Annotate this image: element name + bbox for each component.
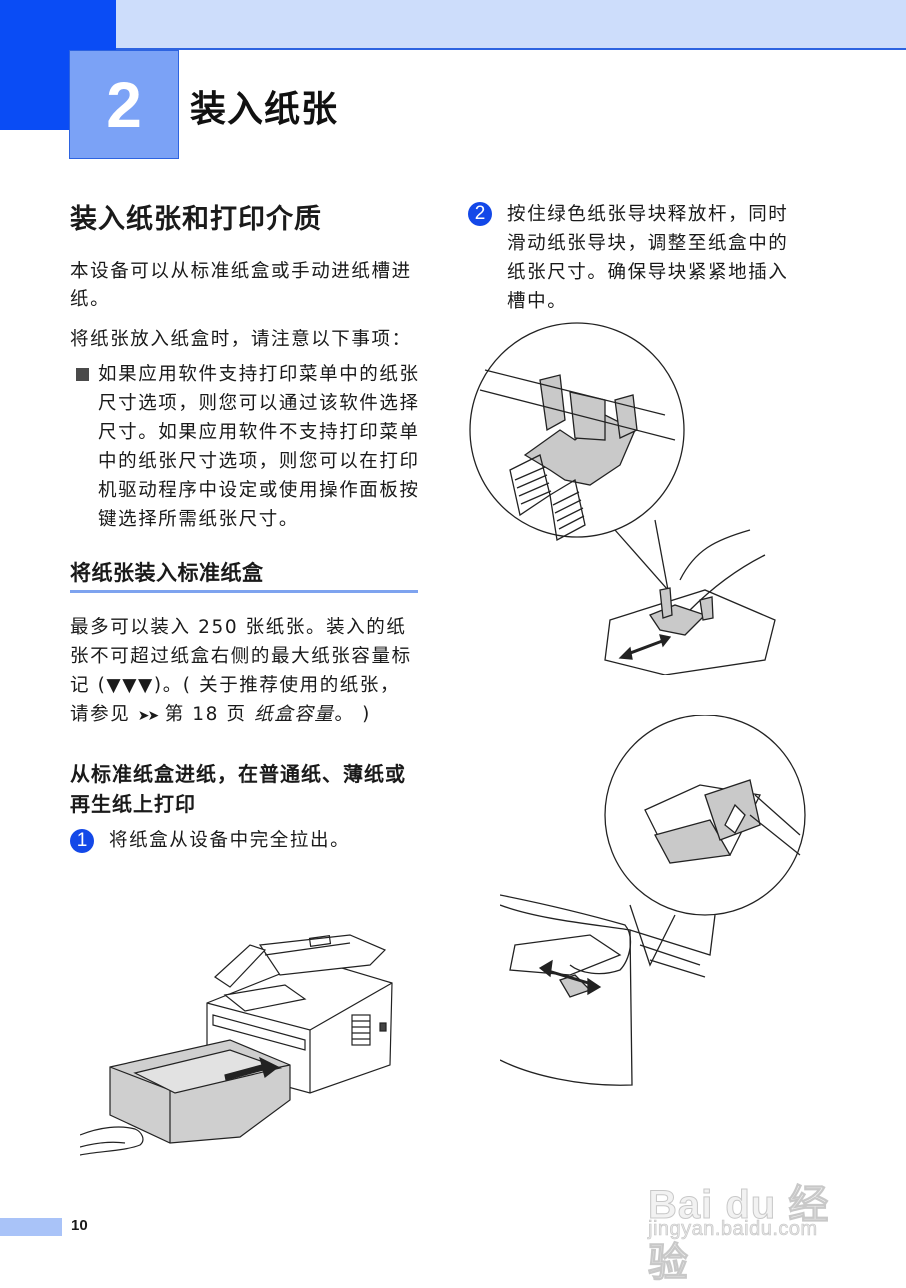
side-guide-slide-illustration-icon [500, 715, 806, 1086]
baidu-watermark: Bai du 经验 jingyan.baidu.com [648, 1150, 868, 1286]
bullet-item: 如果应用软件支持打印菜单中的纸张尺寸选项，则您可以通过该软件选择尺寸。如果应用软… [70, 360, 420, 534]
fax-machine-tray-pull-illustration-icon [80, 934, 393, 1156]
section-title: 装入纸张和打印介质 [70, 204, 322, 235]
figure-tray-pull [80, 915, 410, 1160]
intro-paragraph: 本设备可以从标准纸盒或手动进纸槽进纸。 [70, 261, 412, 310]
step-1: 1 将纸盒从设备中完全拉出。 [70, 827, 420, 854]
chapter-number: 2 [106, 68, 142, 141]
header-light-band [116, 0, 906, 50]
capacity-paragraph: 最多可以装入 250 张纸张。装入的纸张不可超过纸盒右侧的最大纸张容量标记 (▼… [70, 613, 420, 731]
step-text: 按住绿色纸张导块释放杆，同时滑动纸张导块，调整至纸盒中的纸张尺寸。确保导块紧紧地… [507, 204, 789, 312]
cross-ref-tail: 。 ) [334, 704, 371, 725]
bullet-text: 如果应用软件支持打印菜单中的纸张尺寸选项，则您可以通过该软件选择尺寸。如果应用软… [98, 364, 420, 530]
watermark-url: jingyan.baidu.com [648, 1218, 818, 1241]
figure-paper-guide [465, 320, 795, 675]
step-2: 2 按住绿色纸张导块释放杆，同时滑动纸张导块，调整至纸盒中的纸张尺寸。确保导块紧… [468, 200, 820, 316]
square-bullet-icon [76, 368, 89, 381]
left-column: 装入纸张和打印介质 本设备可以从标准纸盒或手动进纸槽进纸。 将纸张放入纸盒时，请… [70, 200, 420, 854]
note-lead: 将纸张放入纸盒时，请注意以下事项： [70, 329, 412, 350]
paper-guide-slide-illustration-icon [469, 322, 776, 675]
chapter-number-box: 2 [69, 50, 179, 159]
right-column: 2 按住绿色纸张导块释放杆，同时滑动纸张导块，调整至纸盒中的纸张尺寸。确保导块紧… [468, 200, 820, 316]
footer-tab [0, 1218, 62, 1236]
subsection-title: 将纸张装入标准纸盒 [70, 558, 418, 593]
cross-ref-link[interactable]: 纸盒容量 [254, 704, 335, 725]
figure-side-guide [500, 715, 820, 1095]
capacity-text: 最多可以装入 250 张纸张。装入的纸张不可超过纸盒右侧的最大纸张容量标记 (▼… [70, 617, 412, 725]
sub-subsection-title: 从标准纸盒进纸，在普通纸、薄纸或再生纸上打印 [70, 762, 406, 816]
watermark-logo: Bai du 经验 [648, 1183, 830, 1286]
cross-ref-arrow-icon: ➤➤ [137, 708, 160, 724]
chapter-title: 装入纸张 [190, 89, 339, 130]
step-text: 将纸盒从设备中完全拉出。 [109, 830, 351, 851]
step-number-badge: 2 [468, 202, 492, 226]
cross-ref-page[interactable]: 第 18 页 [157, 704, 255, 725]
step-number-badge: 1 [70, 829, 94, 853]
page-number: 10 [71, 1217, 88, 1234]
